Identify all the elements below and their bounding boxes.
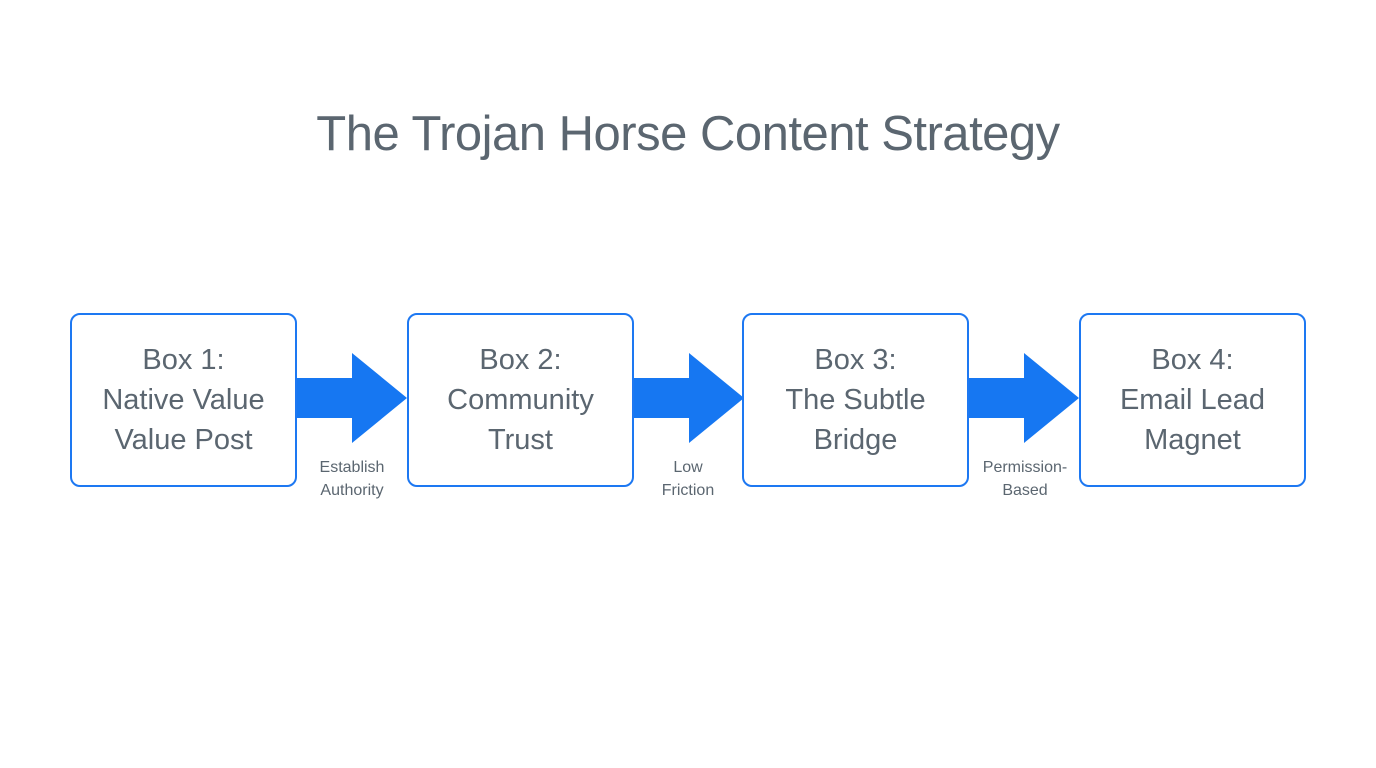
box-3-line-2: The Subtle	[785, 384, 926, 416]
arrow-2-label-line-1: Low	[673, 459, 703, 476]
box-2-line-3: Trust	[488, 424, 553, 456]
arrow-3-label-line-2: Based	[1002, 482, 1048, 499]
flow-box-2: Box 2: Community Trust	[407, 313, 634, 487]
box-3-line-3: Bridge	[813, 424, 898, 456]
box-4-line-3: Magnet	[1144, 424, 1241, 456]
arrow-3-label-line-1: Permission-	[982, 459, 1068, 476]
arrow-2-label-line-2: Friction	[661, 482, 715, 499]
arrow-right-icon	[969, 353, 1079, 443]
box-2-line-2: Community	[447, 384, 594, 416]
page-title: The Trojan Horse Content Strategy	[316, 106, 1060, 161]
flow-box-1: Box 1: Native Value Value Post	[70, 313, 297, 487]
arrow-1-label-line-2: Authority	[320, 482, 384, 499]
box-4-line-2: Email Lead	[1119, 384, 1266, 416]
arrow-2-label: Low Friction	[608, 456, 768, 502]
box-4-line-1: Box 4:	[1151, 344, 1234, 376]
box-3-line-1: Box 3:	[814, 344, 897, 376]
flow-box-4: Box 4: Email Lead Magnet	[1079, 313, 1306, 487]
arrow-right-icon	[297, 353, 407, 443]
box-1-line-2: Native Value	[102, 384, 265, 416]
flow-box-3: Box 3: The Subtle Bridge	[742, 313, 969, 487]
arrow-1-label: Establish Authority	[272, 456, 432, 502]
box-2-line-1: Box 2:	[479, 344, 562, 376]
arrow-right-shape	[969, 353, 1079, 443]
arrow-3-label: Permission- Based	[945, 456, 1105, 502]
arrow-right-icon	[634, 353, 744, 443]
arrow-right-shape	[634, 353, 744, 443]
arrow-1-label-line-1: Establish	[319, 459, 385, 476]
box-1-line-1: Box 1:	[142, 344, 225, 376]
box-1-line-3: Value Post	[114, 424, 253, 456]
arrow-right-shape	[297, 353, 407, 443]
